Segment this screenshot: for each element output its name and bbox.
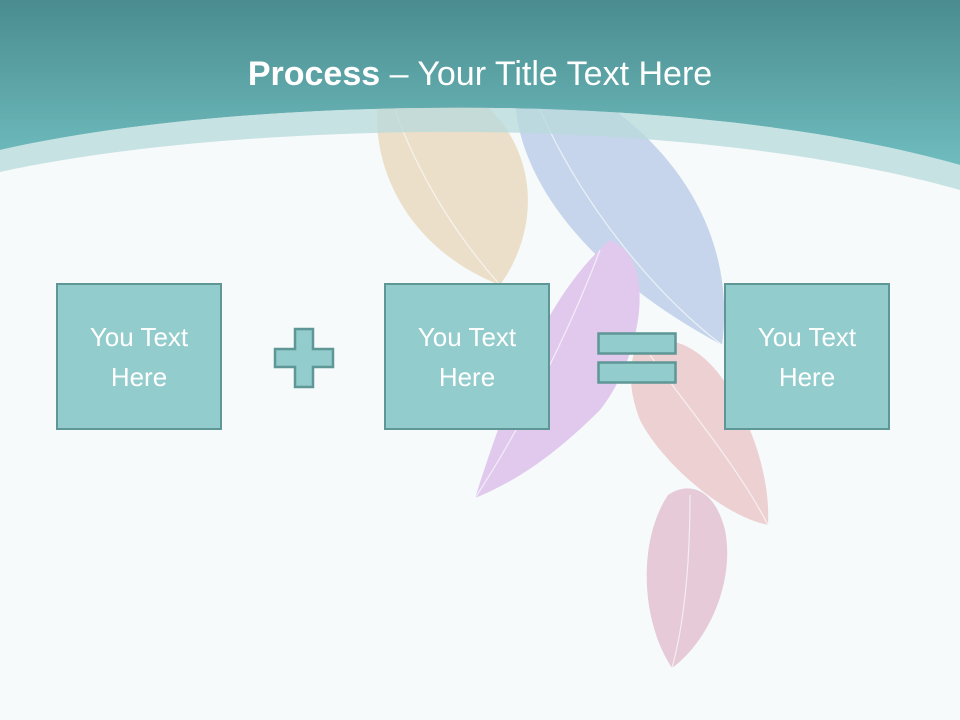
leaf-pink <box>630 340 769 525</box>
plus-icon <box>273 327 335 389</box>
leaf-mauve <box>646 488 728 668</box>
text-box-1-label: You Text Here <box>89 321 189 392</box>
title-rest: Your Title Text Here <box>417 55 713 93</box>
slide-title: Process – Your Title Text Here <box>0 52 960 96</box>
leaf-violet <box>475 240 640 498</box>
text-box-2-label: You Text Here <box>417 321 517 392</box>
equals-icon <box>597 332 677 384</box>
text-box-3[interactable]: You Text Here <box>724 283 890 430</box>
header-wave <box>0 107 960 190</box>
text-box-2[interactable]: You Text Here <box>384 283 550 430</box>
text-box-1[interactable]: You Text Here <box>56 283 222 430</box>
decorative-leaves <box>377 100 769 669</box>
text-box-3-label: You Text Here <box>757 321 857 392</box>
title-bold: Process <box>247 55 381 93</box>
header-band <box>0 0 960 165</box>
title-separator: – <box>380 55 418 93</box>
leaf-tan <box>377 100 528 285</box>
leaf-blue <box>515 100 725 345</box>
